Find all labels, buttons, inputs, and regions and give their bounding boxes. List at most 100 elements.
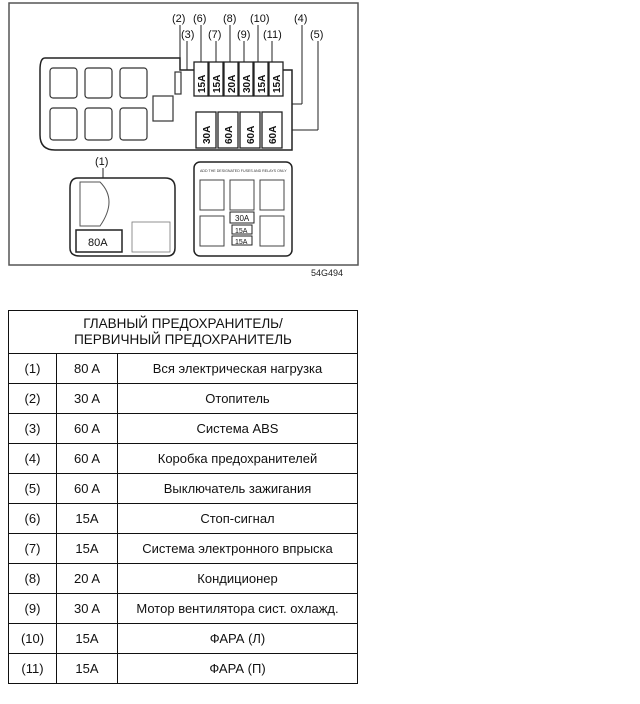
fuse-description: Выключатель зажигания <box>117 473 358 504</box>
relay-slot <box>199 215 225 247</box>
table-header-row: ГЛАВНЫЙ ПРЕДОХРАНИТЕЛЬ/ ПЕРВИЧНЫЙ ПРЕДОХ… <box>8 310 358 354</box>
callout-2: (2) <box>172 13 185 25</box>
fuse-number: (4) <box>8 443 57 474</box>
fuse-label: 30A <box>235 214 250 223</box>
fuse-number: (10) <box>8 623 57 654</box>
fuse-rating: 15A <box>56 653 118 684</box>
fuse-description: Кондиционер <box>117 563 358 594</box>
relay-slot <box>119 67 148 99</box>
relay-box-note: ADD THE DESIGNATED FUSES AND RELAYS ONLY <box>200 169 287 173</box>
header-line-1: ГЛАВНЫЙ ПРЕДОХРАНИТЕЛЬ/ <box>83 316 283 331</box>
relay-slot <box>199 179 225 211</box>
fuse-description: Вся электрическая нагрузка <box>117 353 358 384</box>
relay-slot <box>84 67 113 99</box>
fuse-rating: 15A <box>56 503 118 534</box>
fuse-slot <box>229 211 255 224</box>
fuse-table: ГЛАВНЫЙ ПРЕДОХРАНИТЕЛЬ/ ПЕРВИЧНЫЙ ПРЕДОХ… <box>8 310 358 684</box>
fuse-slot <box>238 61 254 97</box>
fuse-rating: 30 A <box>56 383 118 414</box>
fuse-slot <box>239 111 261 149</box>
fuse-label: 30A <box>202 126 213 144</box>
fuse-slot <box>231 235 253 246</box>
fuse-label: 15A <box>235 239 248 246</box>
callout-4: (4) <box>294 13 307 25</box>
fuse-rating: 60 A <box>56 413 118 444</box>
fuse-label: 60A <box>224 126 235 144</box>
relay-slot <box>119 107 148 141</box>
main-fuse <box>75 229 123 253</box>
fuse-number: (5) <box>8 473 57 504</box>
callout-1: (1) <box>95 156 108 168</box>
fuse-rating: 60 A <box>56 443 118 474</box>
relay-slot <box>49 67 78 99</box>
callout-10: (10) <box>250 13 270 25</box>
main-fuse-label: 80A <box>88 237 108 249</box>
fuse-label: 20A <box>227 75 238 93</box>
fuse-label: 15A <box>212 75 223 93</box>
relay-slot <box>84 107 113 141</box>
fuse-slot <box>268 61 284 97</box>
fuse-description: ФАРА (Л) <box>117 623 358 654</box>
fuse-rating: 60 A <box>56 473 118 504</box>
fuse-label: 15A <box>257 75 268 93</box>
fuse-rating: 80 A <box>56 353 118 384</box>
diagram-code: 54G494 <box>311 268 344 278</box>
callout-8: (8) <box>223 13 236 25</box>
fuse-slot <box>195 111 217 149</box>
fuse-slot <box>261 111 283 149</box>
fuse-label: 15A <box>272 75 283 93</box>
fuse-slot <box>223 61 239 97</box>
callout-9: (9) <box>237 29 250 41</box>
fuse-number: (3) <box>8 413 57 444</box>
fuse-slot <box>208 61 224 97</box>
small-relay <box>152 95 174 122</box>
fuse-label: 60A <box>268 126 279 144</box>
fuse-number: (9) <box>8 593 57 624</box>
fuse-rating: 15A <box>56 533 118 564</box>
callout-7: (7) <box>208 29 221 41</box>
table-header: ГЛАВНЫЙ ПРЕДОХРАНИТЕЛЬ/ ПЕРВИЧНЫЙ ПРЕДОХ… <box>8 310 358 354</box>
fuse-number: (1) <box>8 353 57 384</box>
header-line-2: ПЕРВИЧНЫЙ ПРЕДОХРАНИТЕЛЬ <box>74 332 292 347</box>
fuse-slot <box>193 61 209 97</box>
callout-11: (11) <box>263 29 282 41</box>
fuse-label: 15A <box>235 228 248 235</box>
fuse-description: Отопитель <box>117 383 358 414</box>
fuse-description: Стоп-сигнал <box>117 503 358 534</box>
fuse-description: Мотор вентилятора сист. охлажд. <box>117 593 358 624</box>
callout-5: (5) <box>310 29 323 41</box>
fuse-number: (6) <box>8 503 57 534</box>
callout-3: (3) <box>181 29 194 41</box>
fuse-slot <box>217 111 239 149</box>
fuse-description: Система ABS <box>117 413 358 444</box>
relay-slot <box>49 107 78 141</box>
fuse-rating: 15A <box>56 623 118 654</box>
fuse-label: 15A <box>197 75 208 93</box>
fuse-description: Система электронного впрыска <box>117 533 358 564</box>
fuse-number: (8) <box>8 563 57 594</box>
fuse-rating: 30 A <box>56 593 118 624</box>
fuse-slot <box>231 224 253 235</box>
fuse-number: (11) <box>8 653 57 684</box>
fuse-description: Коробка предохранителей <box>117 443 358 474</box>
fuse-label: 60A <box>246 126 257 144</box>
fuse-slot <box>253 61 269 97</box>
fuse-rating: 20 A <box>56 563 118 594</box>
relay-slot <box>259 179 285 211</box>
relay-slot <box>259 215 285 247</box>
callout-6: (6) <box>193 13 206 25</box>
fuse-number: (7) <box>8 533 57 564</box>
fuse-number: (2) <box>8 383 57 414</box>
relay-slot <box>229 179 255 211</box>
fuse-description: ФАРА (П) <box>117 653 358 684</box>
fuse-box-diagram: (2) (6) (8) (10) (4) (3) (7) (9) (11) (5… <box>8 2 359 266</box>
